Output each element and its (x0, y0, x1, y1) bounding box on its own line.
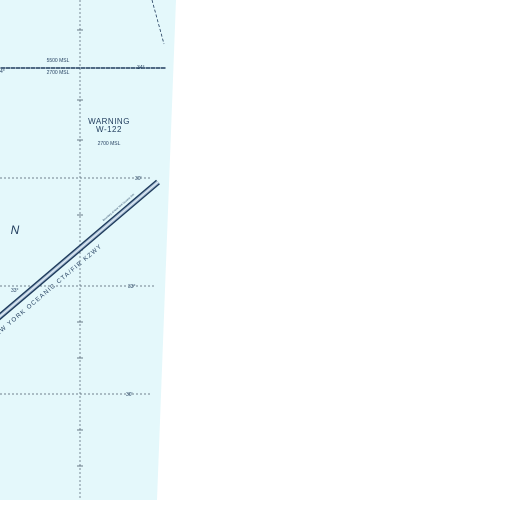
oceanic-fir-boundary (0, 179, 160, 321)
warning-area-title: WARNING (88, 117, 130, 126)
ocean-area (0, 0, 176, 500)
chart-letter-n: N (11, 223, 20, 237)
meridian-ticks (77, 29, 83, 467)
airspace-boundary-dashed (151, 0, 165, 45)
coordinate-label-33-left: 33° (11, 288, 19, 294)
coordinate-label-34: 34° (137, 65, 145, 71)
coordinate-label-30-south: 30' (126, 392, 133, 398)
coordinate-label-33-right: 33° (128, 284, 136, 290)
coordinate-label-4: 4° (0, 69, 5, 75)
warning-area-id: W-122 (96, 125, 122, 134)
altitude-label-upper: 5500 MSL (47, 58, 70, 64)
altitude-label-lower: 2700 MSL (47, 70, 70, 76)
coordinate-label-30-north: 30' (135, 176, 142, 182)
warning-area-altitude: 2700 MSL (98, 141, 121, 147)
